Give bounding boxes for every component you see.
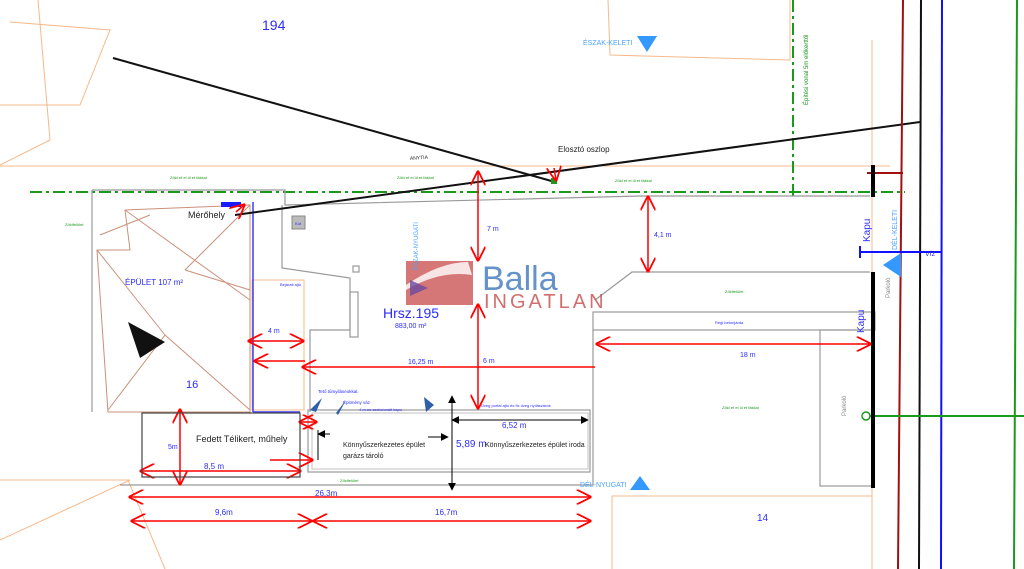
office-label: Könnyűszerkezetes épület iroda	[485, 442, 585, 449]
view-markers	[310, 397, 434, 415]
black-dimensions	[317, 395, 589, 491]
plot-area: 883,00 m²	[395, 323, 427, 330]
well-icon	[291, 215, 306, 230]
gate-label-1: Kapu	[862, 219, 873, 242]
entrance-area	[251, 279, 305, 411]
building-label: ÉPÜLET 107 m²	[125, 278, 183, 287]
water-label: Víz	[925, 251, 936, 258]
meter-label: Mérőhely	[188, 210, 226, 220]
dim-8-5m: 8,5 m	[204, 462, 224, 471]
dim-5m: 5m	[168, 444, 178, 451]
gate-label-2: Kapu	[856, 310, 867, 333]
dim-4-1m: 4,1 m	[654, 232, 672, 239]
compass-icon	[128, 322, 165, 358]
building-roof	[96, 204, 251, 413]
entrance-door-label: Bejárati ajtó	[280, 282, 302, 287]
garage-label-2: garázs tároló	[343, 453, 384, 460]
north-west-label: ÉSZAK-NYUGATI	[413, 222, 420, 270]
lot-number-14: 14	[757, 513, 769, 524]
roof-label: Tető tűmyiláseokkal,	[318, 389, 359, 394]
dim-16-25m: 16,25 m	[408, 359, 433, 366]
green-area-label: Zöldfelület	[340, 478, 359, 483]
parking-label-1: Parkoló	[886, 277, 892, 298]
power-line-label: ANYTIA	[410, 155, 429, 162]
green-area-label: Zöldfelület	[65, 222, 84, 227]
green-trees-label: Zöld ef el ül et fákkal	[615, 178, 652, 183]
dim-5-89m: 5,89 m	[456, 439, 487, 450]
winter-garden	[141, 412, 301, 478]
dimension-arrows	[130, 168, 870, 521]
dim-16-7m: 16,7m	[435, 508, 458, 517]
plot-title: Hrsz.195	[383, 305, 439, 321]
lot-number-194: 194	[262, 17, 286, 33]
dim-26-3m: 26,3m	[315, 489, 338, 498]
building-line-label: Építési vonal 5m előkerttől	[803, 35, 810, 105]
lot-number-16: 16	[186, 379, 198, 391]
watermark-logo: Balla INGATLAN	[406, 260, 607, 313]
winter-garden-label: Fedett Télikert, műhely	[196, 434, 288, 444]
walkway-label: Régi betonjárda	[715, 320, 744, 325]
south-west-label: DÉL-NYUGATI	[580, 480, 627, 489]
dim-7m: 7 m	[487, 226, 499, 233]
parking-label-2: Parkoló	[842, 395, 848, 416]
dim-18m: 18 m	[740, 352, 756, 359]
dim-6m: 6 m	[483, 358, 495, 365]
pole-label: Elosztó oszlop	[558, 145, 610, 154]
green-trees-label: Zöld ef el ül et fákkal	[722, 405, 759, 410]
dim-4m: 4 m	[268, 328, 280, 335]
south-west-marker	[630, 476, 650, 490]
utility-lines	[859, 0, 1024, 569]
frame-label: Épitmény váz	[343, 399, 371, 405]
dimension-labels: 7 m 6 m 4,1 m 4 m 16,25 m 18 m 6,52 m 5,…	[168, 226, 756, 517]
glass-desc-label: Üveg portál ajtó és fix üveg nyílászárók	[481, 403, 551, 408]
power-lines	[112, 57, 921, 216]
south-east-marker	[883, 253, 901, 277]
garage-label: Könnyűszerkezetes épület	[343, 442, 425, 449]
well-label: Kút	[295, 221, 302, 226]
dim-9-6m: 9,6m	[215, 508, 233, 517]
dim-6-52m: 6,52 m	[502, 421, 527, 430]
green-trees-label: Zöld ef el ül et fákkal	[397, 175, 434, 180]
green-area-label: Zöldfelület	[725, 289, 744, 294]
north-east-label: ÉSZAK-KELETI	[583, 38, 632, 47]
watermark-brand: Balla	[482, 260, 558, 298]
north-east-marker	[637, 36, 657, 52]
south-east-label: DÉL-KELETI	[890, 210, 899, 250]
watermark-sub: INGATLAN	[484, 291, 607, 313]
meter-box	[221, 202, 241, 207]
green-trees-label: Zöld ef el ül et fákkal	[170, 175, 207, 180]
gate-desc-label: 4 m-es szekcionált kapu	[359, 407, 402, 412]
